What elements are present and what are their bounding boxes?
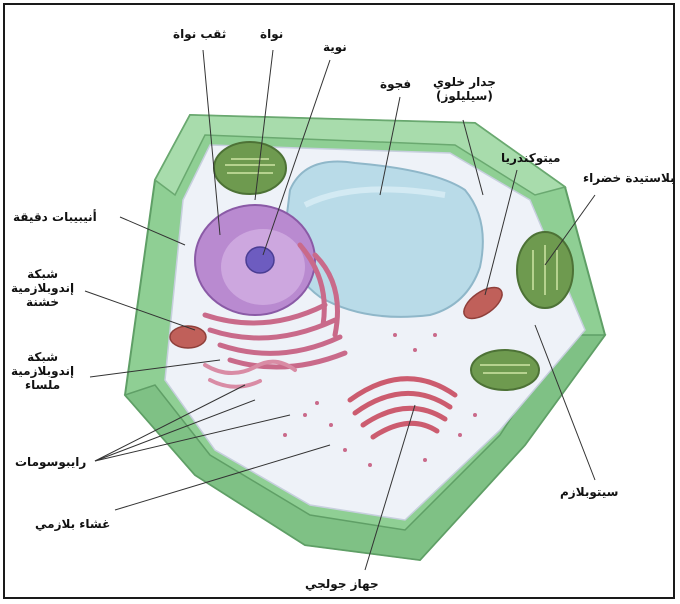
plant-cell-illustration <box>5 5 675 599</box>
label-vacuole: فجوة <box>380 77 411 91</box>
chloroplast-3 <box>471 350 539 390</box>
label-nucleus: نواة <box>260 27 283 41</box>
vacuole <box>285 162 483 317</box>
label-cell-wall: جدار خلوي (سيليلوز) <box>433 75 496 103</box>
label-mitochondria: ميتوكندريا <box>501 151 560 165</box>
chloroplast <box>214 142 286 194</box>
label-rough-er: شبكة إندوبلازمية خشنة <box>11 267 74 309</box>
label-nucleolus: نوية <box>323 40 347 54</box>
label-nuclear-pore: ثقب نواة <box>173 27 226 41</box>
label-golgi: جهاز جولجي <box>305 577 379 591</box>
nucleolus <box>246 247 274 273</box>
mitochondrion-2 <box>170 326 206 348</box>
chloroplast-2 <box>517 232 573 308</box>
label-plasma-membrane: غشاء بلازمي <box>35 517 110 531</box>
label-cytoplasm: سيتوبلازم <box>560 485 618 499</box>
figure-frame: ثقب نواة نواة نوية فجوة جدار خلوي (سيليل… <box>3 3 675 599</box>
label-microtubules: أنيبيبات دقيقة <box>13 210 97 224</box>
label-smooth-er: شبكة إندوبلازمية ملساء <box>11 350 74 392</box>
label-ribosomes: رايبوسومات <box>15 455 86 469</box>
label-chloroplast: بلاستيدة خضراء <box>583 171 675 185</box>
